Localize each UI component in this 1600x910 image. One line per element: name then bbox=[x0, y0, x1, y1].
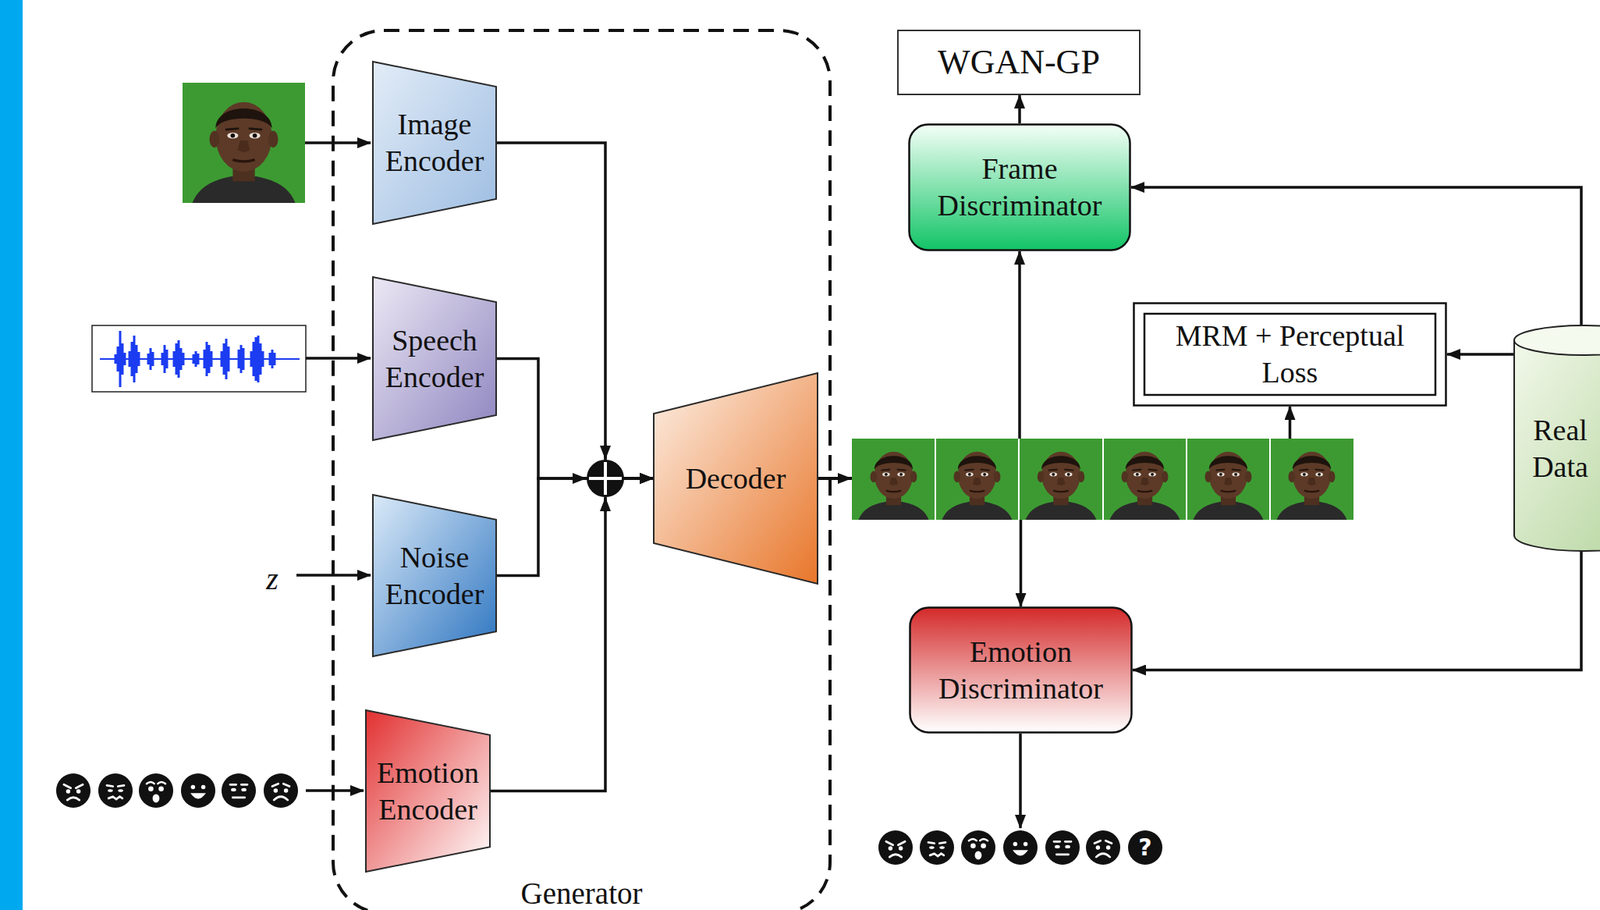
decoder-block: Decoder bbox=[652, 372, 819, 585]
encoder-block: Emotion Encoder bbox=[365, 709, 491, 873]
emotion-icons-output bbox=[878, 830, 1163, 865]
connector-arrow bbox=[496, 358, 653, 479]
discriminator-box: Frame Discriminator bbox=[908, 123, 1132, 252]
node-label: Emotion Discriminator bbox=[921, 633, 1121, 707]
emotion-icons-input bbox=[56, 773, 299, 808]
sum-symbol bbox=[586, 459, 625, 497]
discriminator-box-outline bbox=[908, 123, 1132, 252]
generator-group: Generator Image EncoderSpeech EncoderNois… bbox=[331, 28, 832, 910]
connector-arrow bbox=[1447, 352, 1514, 356]
node-label: Decoder bbox=[685, 460, 787, 497]
node-label: MRM + Perceptual Loss bbox=[1152, 317, 1427, 391]
encoder-block-outline bbox=[372, 60, 497, 225]
connector-arrow bbox=[1132, 550, 1582, 671]
loss-box-outline bbox=[1132, 301, 1448, 407]
node-label: Frame Discriminator bbox=[920, 150, 1119, 224]
loss-box: MRM + Perceptual Loss bbox=[1132, 301, 1448, 407]
input-photo bbox=[182, 82, 306, 203]
discriminator-box-outline bbox=[908, 606, 1133, 734]
node-label: Generator bbox=[331, 874, 832, 910]
encoder-block: Noise Encoder bbox=[372, 493, 497, 657]
unknown-emotion-mark: ? bbox=[1128, 830, 1163, 865]
discriminator-box: Emotion Discriminator bbox=[908, 606, 1133, 734]
connector-arrow bbox=[496, 142, 653, 479]
noise-symbol: z bbox=[256, 558, 288, 600]
node-label: Image Encoder bbox=[381, 106, 488, 180]
side-bar bbox=[0, 0, 23, 910]
node-label: Emotion Encoder bbox=[374, 754, 482, 828]
encoder-block: Image Encoder bbox=[372, 60, 497, 225]
loss-box: WGAN-GP bbox=[897, 29, 1141, 96]
output-frames bbox=[851, 438, 1354, 520]
connector-arrow bbox=[1018, 95, 1022, 124]
database-cylinder: Real Data bbox=[1513, 324, 1600, 551]
encoder-block-outline bbox=[372, 276, 497, 441]
encoder-block: Speech Encoder bbox=[372, 276, 497, 441]
connector-arrow bbox=[490, 478, 653, 792]
speech-waveform bbox=[92, 325, 306, 392]
node-label: Real Data bbox=[1522, 411, 1598, 486]
node-label: Noise Encoder bbox=[381, 539, 488, 613]
connector-arrow bbox=[496, 478, 653, 576]
encoder-block-outline bbox=[372, 493, 497, 657]
node-label: Speech Encoder bbox=[381, 322, 488, 396]
node-label: WGAN-GP bbox=[937, 41, 1100, 84]
encoder-block-outline bbox=[365, 709, 491, 873]
